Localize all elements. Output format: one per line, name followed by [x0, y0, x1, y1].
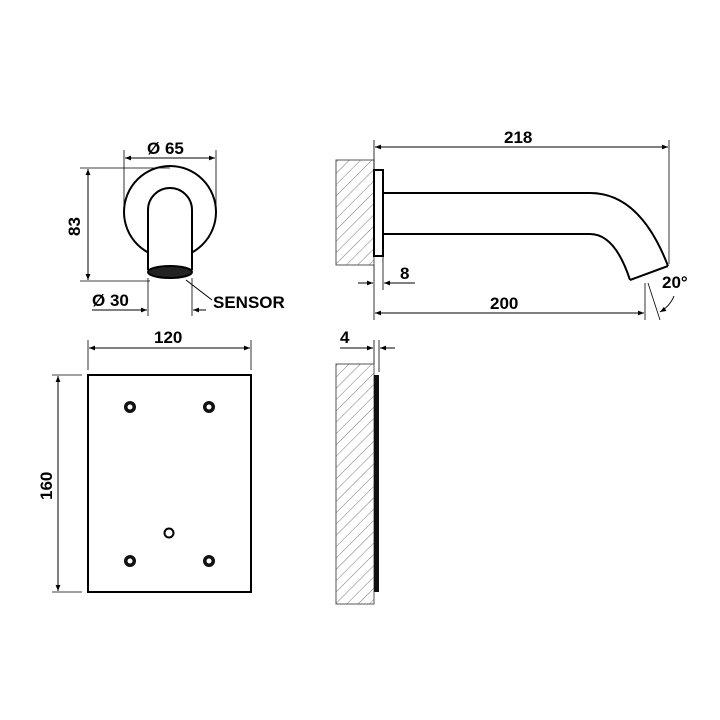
box-plate: [374, 375, 379, 592]
screw-icon: [203, 401, 215, 413]
wall-hatch: [335, 159, 375, 266]
wall-hatch: [335, 363, 375, 605]
dim-4: 4: [340, 328, 350, 347]
side-view: 218 8 200 20°: [335, 128, 688, 321]
dim-200: 200: [490, 294, 518, 313]
screw-icon: [203, 555, 215, 567]
box-side-view: 4: [335, 328, 395, 605]
dim-angle-20: 20°: [662, 273, 688, 292]
dim-8: 8: [400, 264, 409, 283]
sensor-icon: [147, 265, 193, 279]
dim-diameter-30: Ø 30: [92, 291, 129, 310]
dim-120: 120: [154, 328, 182, 347]
front-view: Ø 65 83 Ø 30 SENSOR: [65, 139, 285, 316]
dim-diameter-65: Ø 65: [147, 139, 184, 158]
dim-160: 160: [37, 472, 56, 500]
screw-icon: [124, 555, 136, 567]
dim-218: 218: [504, 128, 532, 147]
box-front-view: 120 160: [37, 328, 252, 593]
hole-icon: [163, 527, 175, 539]
dim-height-83: 83: [65, 217, 84, 236]
screw-icon: [124, 401, 136, 413]
sensor-label: SENSOR: [213, 293, 285, 312]
